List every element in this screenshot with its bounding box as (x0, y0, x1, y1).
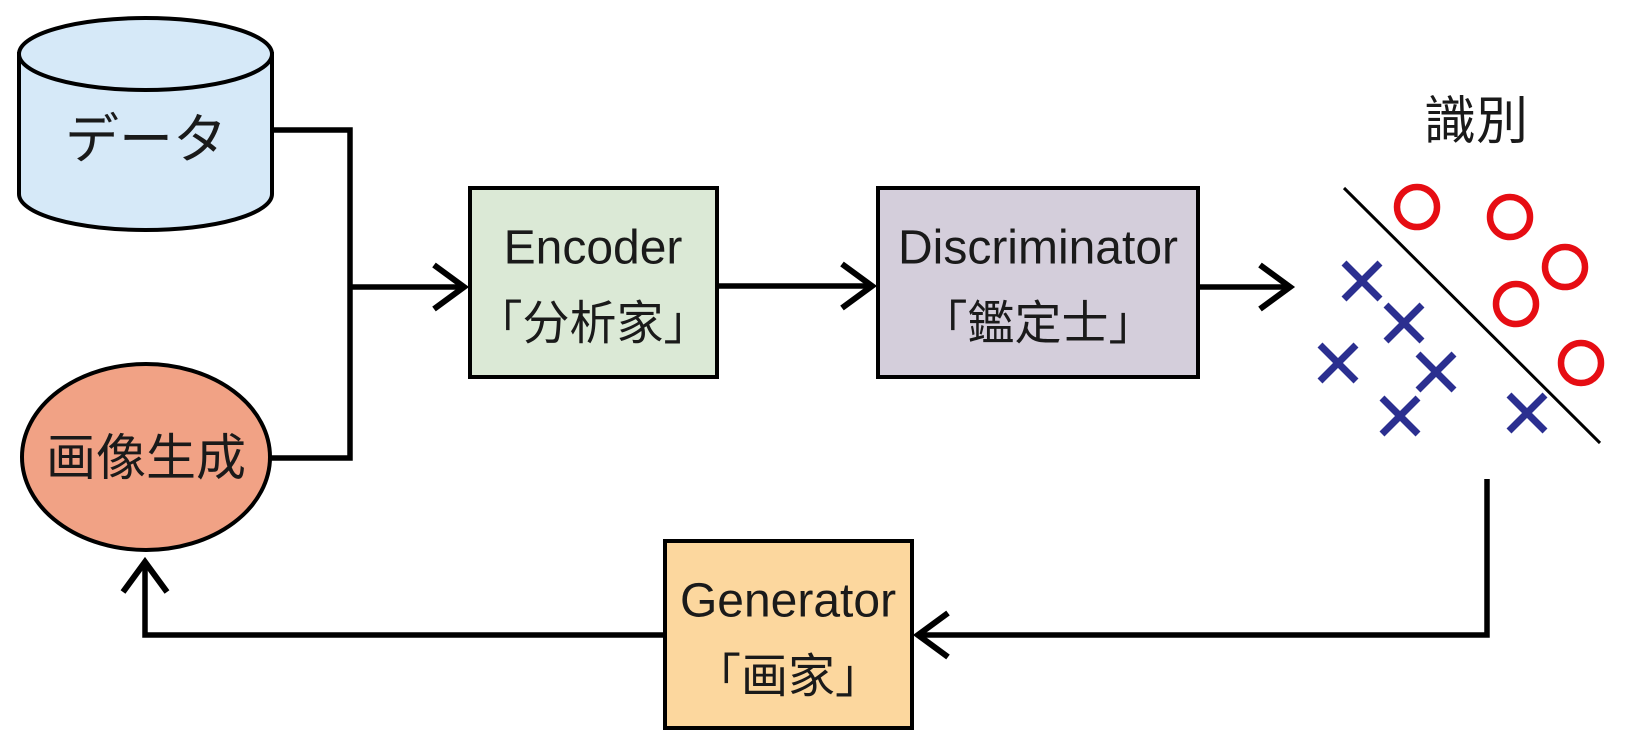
discriminator-sublabel: 「鑑定士」 (921, 297, 1156, 350)
fake-sample-cross-mark (1379, 395, 1421, 437)
encoder-node: Encoder 「分析家」 (468, 186, 719, 379)
real-sample-circle-mark (1541, 243, 1589, 291)
image-generation-node: 画像生成 (20, 362, 272, 552)
discriminator-box (876, 186, 1200, 379)
real-sample-circle-mark (1557, 339, 1605, 387)
fake-sample-cross-mark (1317, 342, 1359, 384)
encoder-sublabel: 「分析家」 (476, 297, 711, 350)
real-sample-circle-mark (1393, 183, 1441, 231)
circle-marks (1393, 183, 1605, 387)
classification-panel: 識別 (1317, 93, 1605, 445)
fake-sample-cross-mark (1506, 392, 1548, 434)
discriminator-label: Discriminator (898, 222, 1178, 275)
generator-sublabel: 「画家」 (694, 650, 882, 703)
real-sample-circle-mark (1492, 280, 1540, 328)
data-cylinder-body (17, 52, 274, 232)
encoder-box (468, 186, 719, 379)
connector-sources-to-junction (264, 127, 353, 461)
generator-box (663, 539, 914, 730)
discriminator-node: Discriminator 「鑑定士」 (876, 186, 1200, 379)
fake-sample-cross-mark (1415, 351, 1457, 393)
data-cylinder: データ (17, 16, 274, 232)
generator-label: Generator (680, 575, 896, 628)
data-cylinder-label: データ (65, 110, 227, 170)
image-generation-label: 画像生成 (46, 430, 246, 486)
real-sample-circle-mark (1486, 193, 1534, 241)
encoder-label: Encoder (504, 222, 683, 275)
fake-sample-cross-mark (1341, 260, 1383, 302)
image-generation-ellipse (20, 362, 272, 552)
decision-boundary-line (1342, 186, 1602, 445)
arrow-classification-to-generator (912, 479, 1490, 660)
data-cylinder-top (17, 16, 274, 92)
classification-title: 識別 (1424, 93, 1528, 151)
fake-sample-cross-mark (1383, 302, 1425, 344)
cross-marks (1317, 260, 1548, 437)
generator-node: Generator 「画家」 (663, 539, 914, 730)
arrow-generator-to-image-gen (120, 556, 665, 638)
